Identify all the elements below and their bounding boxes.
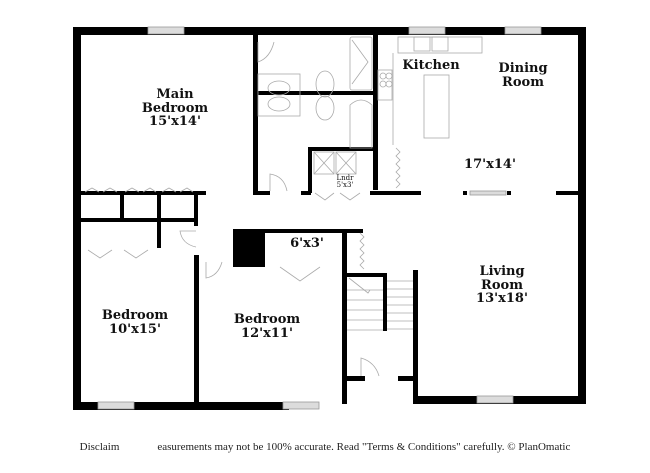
disclaimer-start: Disclaim (79, 441, 120, 453)
room-name-line: Bedroom (233, 312, 301, 327)
room-size: 6'x3' (290, 236, 324, 251)
room-label-kitchen: Kitchen (396, 59, 466, 73)
room-label-bedroom-3: Bedroom 12'x11' (222, 313, 312, 340)
room-name-line: Dining (498, 61, 548, 76)
room-size: 17'x14' (464, 157, 516, 172)
room-name-line: Bedroom (141, 100, 209, 116)
room-name-line: Bedroom (101, 308, 169, 323)
room-label-bedroom-2: Bedroom 10'x15' (90, 309, 180, 336)
room-size-closet: 6'x3' (282, 237, 332, 251)
room-label-living-room: Living Room 13'x18' (462, 265, 542, 306)
room-size: 13'x18' (476, 291, 528, 307)
room-label-laundry: Lndr 5'x3' (325, 174, 365, 190)
fixtures (84, 36, 483, 377)
room-size: 15'x14' (149, 114, 201, 130)
room-size: 12'x11' (241, 325, 293, 341)
walls (73, 27, 586, 410)
disclaimer-end: easurements may not be 100% accurate. Re… (157, 441, 571, 453)
disclaimer: Disclaim easurements may not be 100% accu… (0, 441, 650, 453)
room-label-main-bedroom: Main Bedroom 15'x14' (120, 88, 230, 129)
room-size: 5'x3' (336, 181, 354, 190)
room-name-line: Lndr (336, 174, 354, 182)
windows (97, 26, 542, 410)
room-size: 10'x15' (109, 321, 161, 337)
room-name-line: Room (481, 277, 523, 293)
room-size-kitchen-dining: 17'x14' (455, 158, 525, 172)
room-name-line: Main (156, 87, 194, 102)
room-name-line: Kitchen (402, 58, 460, 73)
room-label-dining-room: Dining Room (488, 62, 558, 89)
room-name-line: Room (502, 74, 544, 90)
room-name-line: Living (479, 264, 525, 279)
